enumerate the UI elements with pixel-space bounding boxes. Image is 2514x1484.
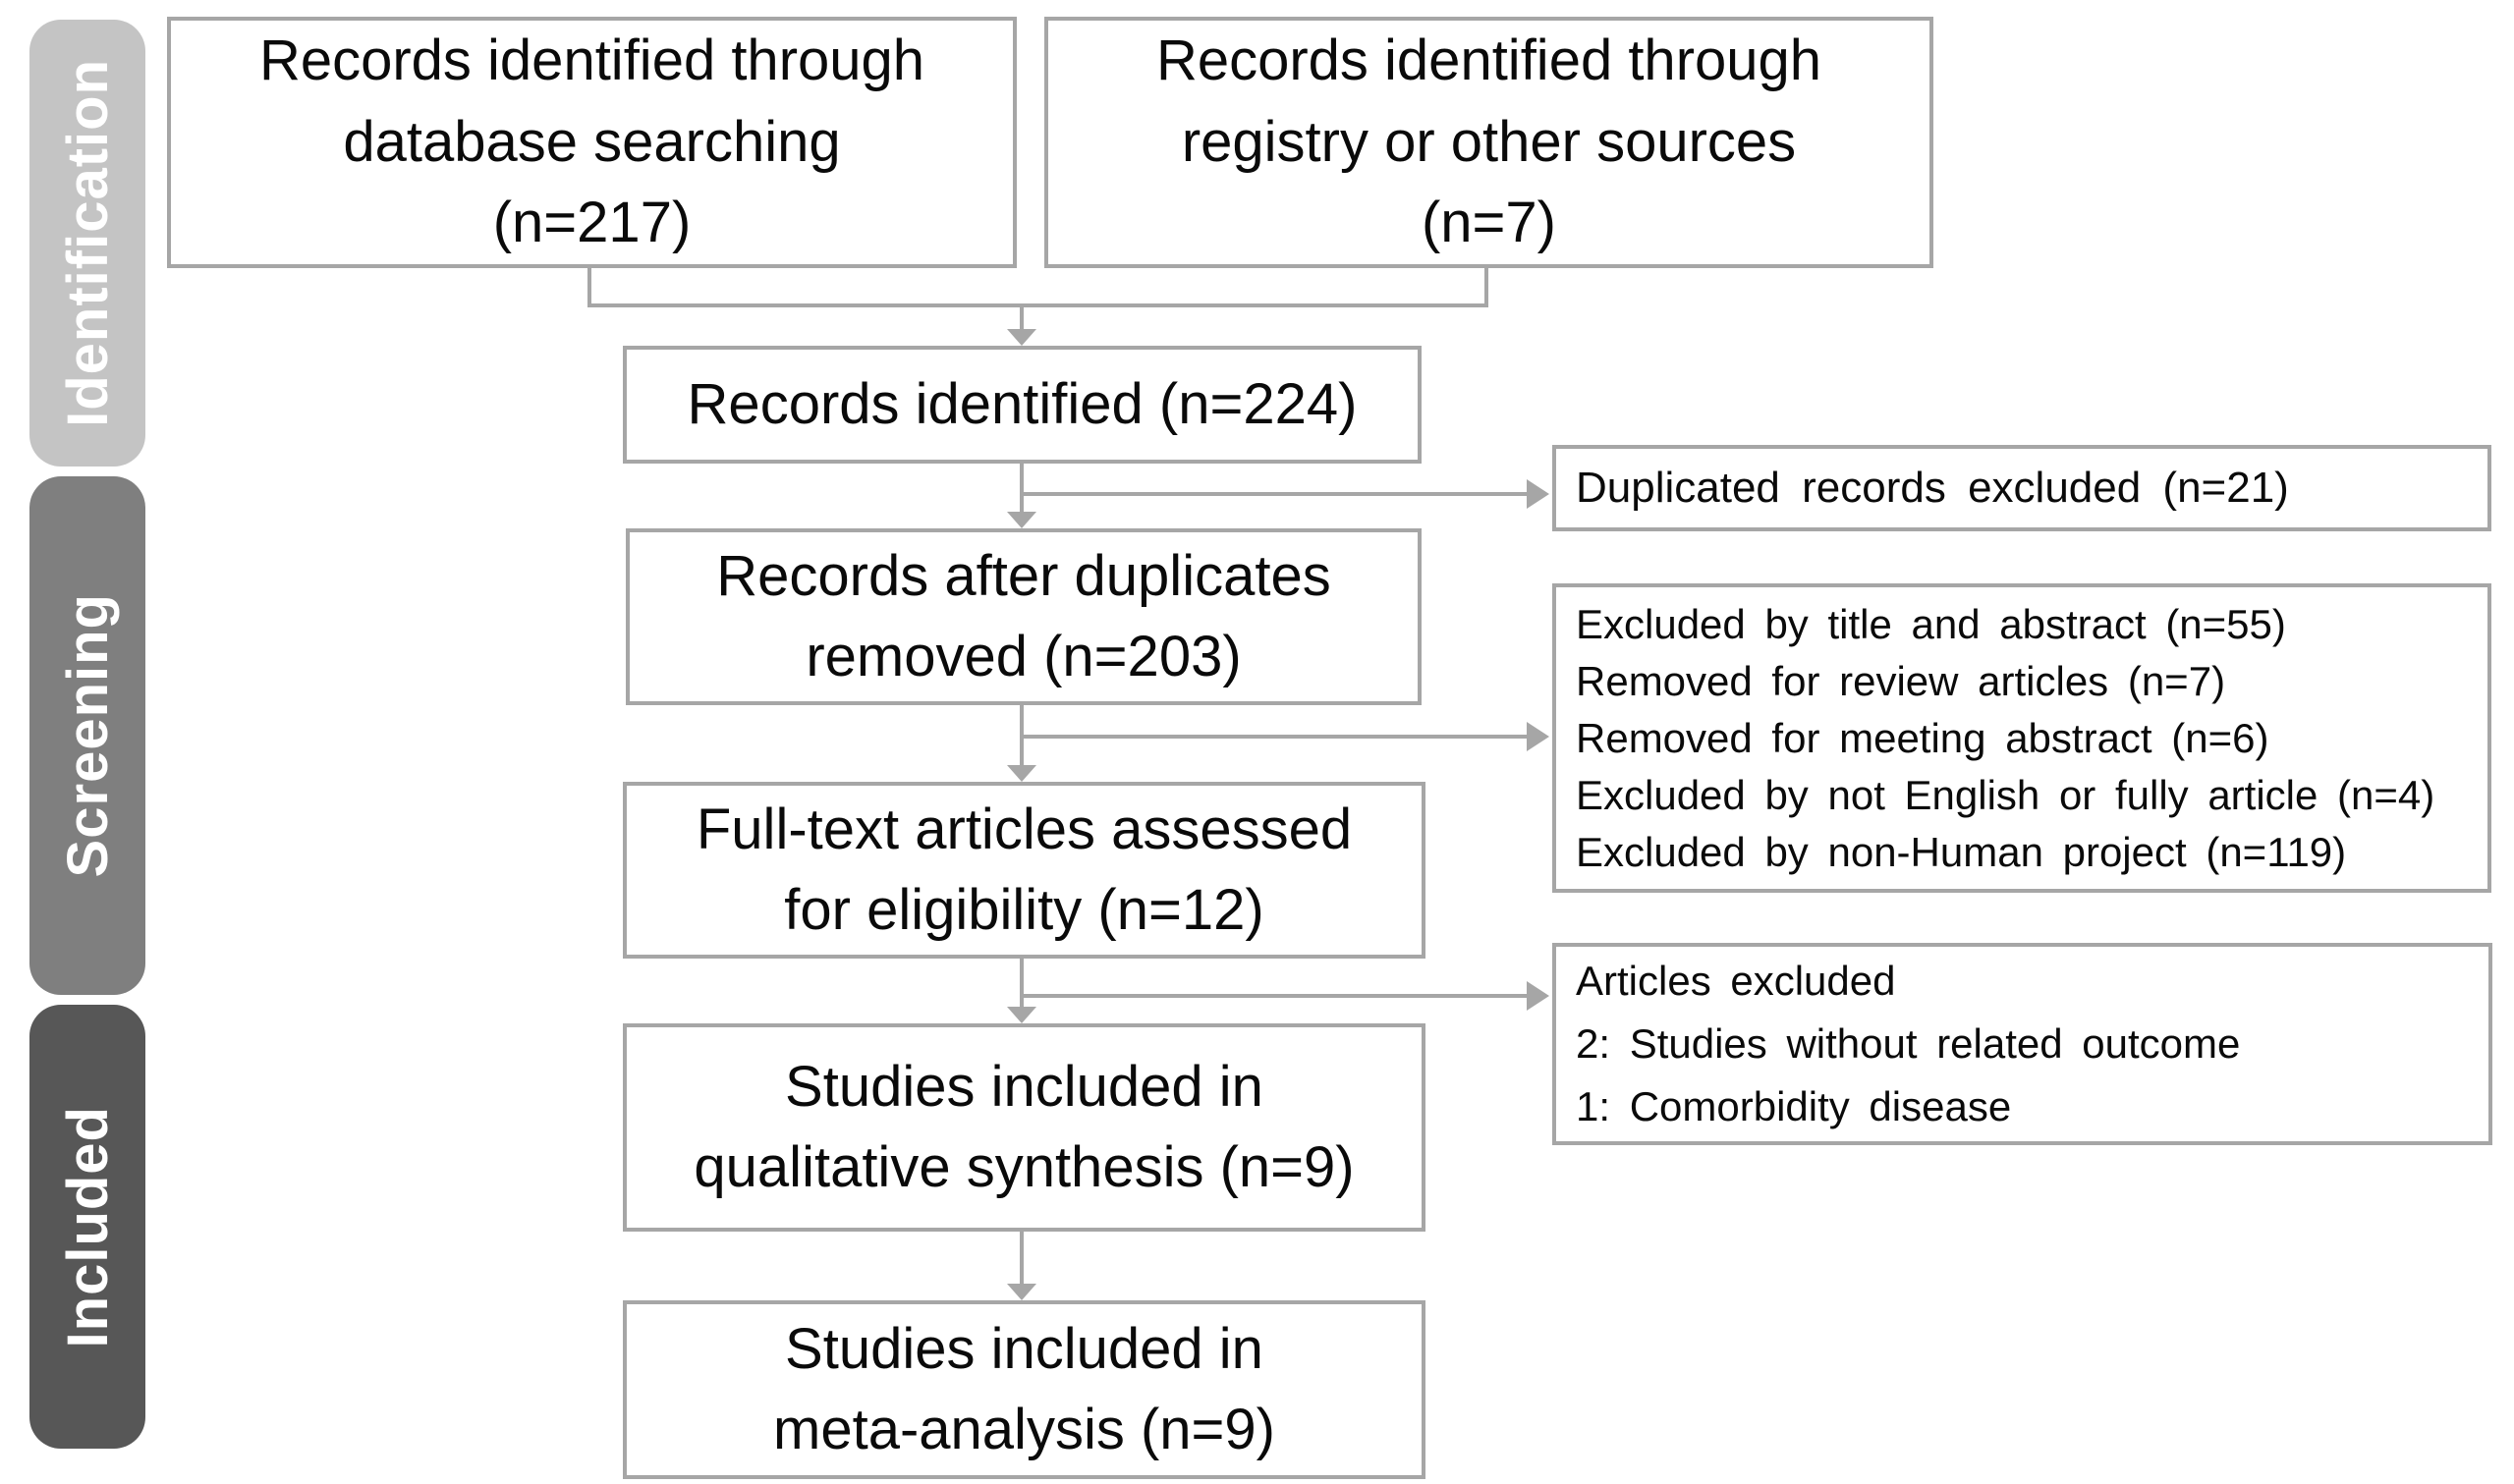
box-screening-exclusions: Excluded by title and abstract (n=55) Re… <box>1552 583 2491 893</box>
exclusion-line: Removed for meeting abstract (n=6) <box>1576 714 2269 761</box>
box-duplicates-excluded-text: Duplicated records excluded (n=21) <box>1576 464 2289 512</box>
box-qualitative-synthesis: Studies included in qualitative synthesi… <box>623 1023 1425 1232</box>
articles-excluded-line: 2: Studies without related outcome <box>1576 1020 2241 1067</box>
box-registry-sources-text: Records identified through registry or o… <box>1155 28 1822 255</box>
box-meta-analysis-text: Studies included in meta-analysis (n=9) <box>773 1316 1275 1461</box>
box-records-identified: Records identified (n=224) <box>623 346 1422 464</box>
box-articles-excluded: Articles excluded 2: Studies without rel… <box>1552 943 2492 1145</box>
arrowhead-right <box>1527 479 1549 509</box>
connector-line <box>587 303 1488 307</box>
connector-line <box>1484 268 1488 307</box>
stage-bar-screening: Screening <box>29 476 145 995</box>
connector-line <box>1022 994 1529 998</box>
stage-bar-identification: Identification <box>29 20 145 467</box>
box-database-searching: Records identified through database sear… <box>167 17 1017 268</box>
box-qualitative-synthesis-text: Studies included in qualitative synthesi… <box>694 1054 1355 1199</box>
exclusion-line: Excluded by non-Human project (n=119) <box>1576 828 2347 875</box>
connector-line <box>1020 1232 1024 1285</box>
connector-line <box>1020 959 1024 1008</box>
arrowhead-down <box>1007 1007 1036 1023</box>
arrowhead-right <box>1527 722 1549 751</box>
arrowhead-down <box>1007 512 1036 528</box>
box-after-duplicates-text: Records after duplicates removed (n=203) <box>716 543 1331 688</box>
box-meta-analysis: Studies included in meta-analysis (n=9) <box>623 1300 1425 1479</box>
stage-label-identification: Identification <box>55 59 120 427</box>
box-fulltext-assessed: Full-text articles assessed for eligibil… <box>623 782 1425 959</box>
exclusion-line: Excluded by not English or fully article… <box>1576 771 2435 818</box>
connector-line <box>587 268 591 307</box>
arrowhead-right <box>1527 981 1549 1011</box>
box-registry-sources: Records identified through registry or o… <box>1044 17 1933 268</box>
connector-line <box>1020 303 1024 331</box>
articles-excluded-list: Articles excluded 2: Studies without rel… <box>1556 950 2488 1138</box>
exclusion-line: Removed for review articles (n=7) <box>1576 657 2226 704</box>
box-records-identified-text: Records identified (n=224) <box>687 371 1358 436</box>
connector-line <box>1022 735 1529 739</box>
connector-line <box>1020 464 1024 513</box>
articles-excluded-line: 1: Comorbidity disease <box>1576 1083 2012 1129</box>
arrowhead-down <box>1007 1284 1036 1300</box>
connector-line <box>1022 492 1529 496</box>
arrowhead-down <box>1007 765 1036 782</box>
stage-bar-included: Included <box>29 1005 145 1449</box>
stage-label-screening: Screening <box>55 593 120 878</box>
articles-excluded-line: Articles excluded <box>1576 958 1896 1004</box>
stage-label-included: Included <box>55 1105 120 1348</box>
box-duplicates-excluded: Duplicated records excluded (n=21) <box>1552 445 2491 531</box>
exclusion-line: Excluded by title and abstract (n=55) <box>1576 600 2286 647</box>
box-fulltext-assessed-text: Full-text articles assessed for eligibil… <box>696 797 1353 942</box>
arrowhead-down <box>1007 329 1036 346</box>
box-after-duplicates: Records after duplicates removed (n=203) <box>626 528 1422 705</box>
box-database-searching-text: Records identified through database sear… <box>258 28 925 255</box>
screening-exclusions-list: Excluded by title and abstract (n=55) Re… <box>1556 596 2487 881</box>
